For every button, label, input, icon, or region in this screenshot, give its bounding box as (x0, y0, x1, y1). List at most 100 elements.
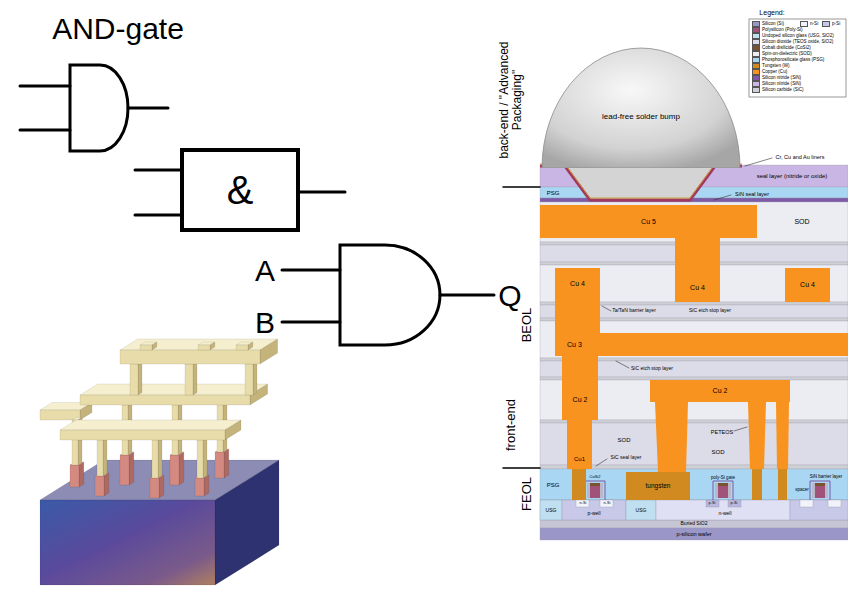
sin-barrier-layer (810, 481, 830, 500)
tungsten-contact: tungsten (626, 472, 690, 500)
metal-pad (236, 345, 248, 350)
tungsten-plug (752, 469, 762, 500)
leader-line (616, 361, 629, 368)
metal-via (185, 364, 193, 395)
copper-layer: Cu 2 (562, 356, 598, 420)
legend-text: Silicon dioxide (TEOS oxide, SiO2) (762, 39, 833, 44)
input-wire (20, 129, 70, 132)
node-text: Cu 3 (567, 341, 582, 349)
metal-beam (120, 339, 278, 350)
solder-bump: lead-free solder bump (540, 44, 742, 168)
source-drain-region (576, 500, 589, 507)
metal-pad (152, 342, 157, 350)
contact-pillar (120, 455, 129, 485)
copper-layer: Cu 4 (785, 268, 830, 302)
metal-pad (140, 345, 152, 350)
section-label: front-end (504, 399, 518, 451)
solder-bump-dome (542, 48, 740, 168)
region-label: p-well (587, 511, 600, 517)
contact-pillar (204, 475, 209, 496)
substrate-block (40, 500, 215, 585)
layer-label: Buried SiO2 (681, 521, 708, 527)
poly-si-gate (815, 486, 825, 498)
contact-pillar (95, 476, 104, 496)
node-text: Cu 5 (641, 218, 656, 226)
legend-text: p-Si (832, 21, 840, 26)
layer-label: SiN seal layer (735, 191, 769, 197)
leader-line (745, 158, 772, 166)
node-text: Cu1 (574, 456, 585, 463)
cobalt-disilicide (815, 483, 825, 486)
node-text: Cu 4 (800, 281, 815, 289)
metal-via (103, 438, 107, 477)
legend-text: n-Si (810, 21, 818, 26)
layer-label: SiC etch stop layer (689, 308, 731, 314)
contact-pillar (215, 452, 224, 478)
metal-via (203, 438, 207, 479)
p-well-region (562, 500, 626, 520)
legend-entry: Phosphorosilicate glass (PSG) (752, 57, 824, 63)
input-wire (135, 169, 180, 172)
metal-beam (225, 420, 241, 440)
legend-text: Silicon carbide (SiC) (762, 87, 804, 92)
contact-pillar (179, 452, 184, 485)
node-text: lead-free solder bump (602, 113, 680, 122)
legend-text: Phosphorosilicate glass (PSG) (762, 57, 824, 62)
n-well-region (656, 500, 790, 520)
metal-beam (80, 384, 268, 395)
source-drain-region (800, 500, 813, 507)
input-wire (135, 214, 180, 217)
usg-isolation (540, 500, 562, 520)
metal-pad (248, 342, 253, 350)
region-label: p-Si (709, 501, 716, 505)
metal-via (197, 440, 203, 478)
region-label: n-Si (604, 501, 611, 505)
output-wire (128, 107, 168, 110)
node-text: tungsten (646, 482, 671, 489)
legend-text: Silicon nitride (SiN) (762, 75, 801, 80)
region-label: n-Si (580, 501, 587, 505)
signal-name: B (255, 306, 275, 339)
leader-line (602, 306, 611, 311)
metal-beam (120, 350, 260, 364)
metal-beam (60, 420, 241, 430)
gate-spacer (587, 483, 603, 498)
contact-pillar (224, 449, 229, 478)
contact-pillar (104, 473, 109, 496)
copper-via (748, 402, 766, 469)
region-label: n-well (718, 511, 731, 517)
chip-cross-section (540, 19, 848, 540)
legend-text: Tungsten (W) (762, 63, 790, 68)
leader-line (714, 195, 731, 200)
section-divider (503, 186, 540, 188)
part-label: spacer (795, 488, 809, 493)
source-drain-region (706, 500, 719, 507)
leader-line (734, 427, 747, 431)
metal-pad (198, 345, 210, 350)
legend-entry: Silicon dioxide (TEOS oxide, SiO2) (752, 39, 833, 45)
layer-label: Ta/TaN barrier layer (612, 308, 656, 314)
legend-entry: p-Si (822, 21, 840, 27)
legend-frame (749, 19, 846, 97)
legend-text: Polysilicon (Poly-Si) (762, 27, 803, 32)
legend-entry: Silicon carbide (SiC) (752, 87, 804, 93)
region-label: USG (546, 508, 557, 514)
metal-beam (260, 339, 278, 364)
part-label: poly-Si gate (711, 476, 735, 481)
metal-via (193, 362, 197, 396)
node-text: Cu 4 (690, 284, 705, 292)
legend-swatch (752, 87, 760, 93)
contact-pillar (79, 462, 84, 487)
node-text: & (227, 168, 254, 212)
legend-swatch (800, 21, 808, 27)
legend-entry: Spin-on-dielectric (SOD) (752, 51, 812, 57)
part-label: CoSi2 (590, 475, 601, 479)
transistor-3d-render (40, 339, 279, 585)
signal-name: Q (498, 279, 521, 312)
node-text: Cu 2 (573, 396, 588, 404)
and-gate-symbol (70, 65, 128, 151)
tungsten-plug (778, 469, 787, 500)
legend-text: Copper (Cu) (762, 69, 787, 74)
source-drain-region (828, 500, 841, 507)
layer-label: SiC seal layer (611, 455, 642, 461)
